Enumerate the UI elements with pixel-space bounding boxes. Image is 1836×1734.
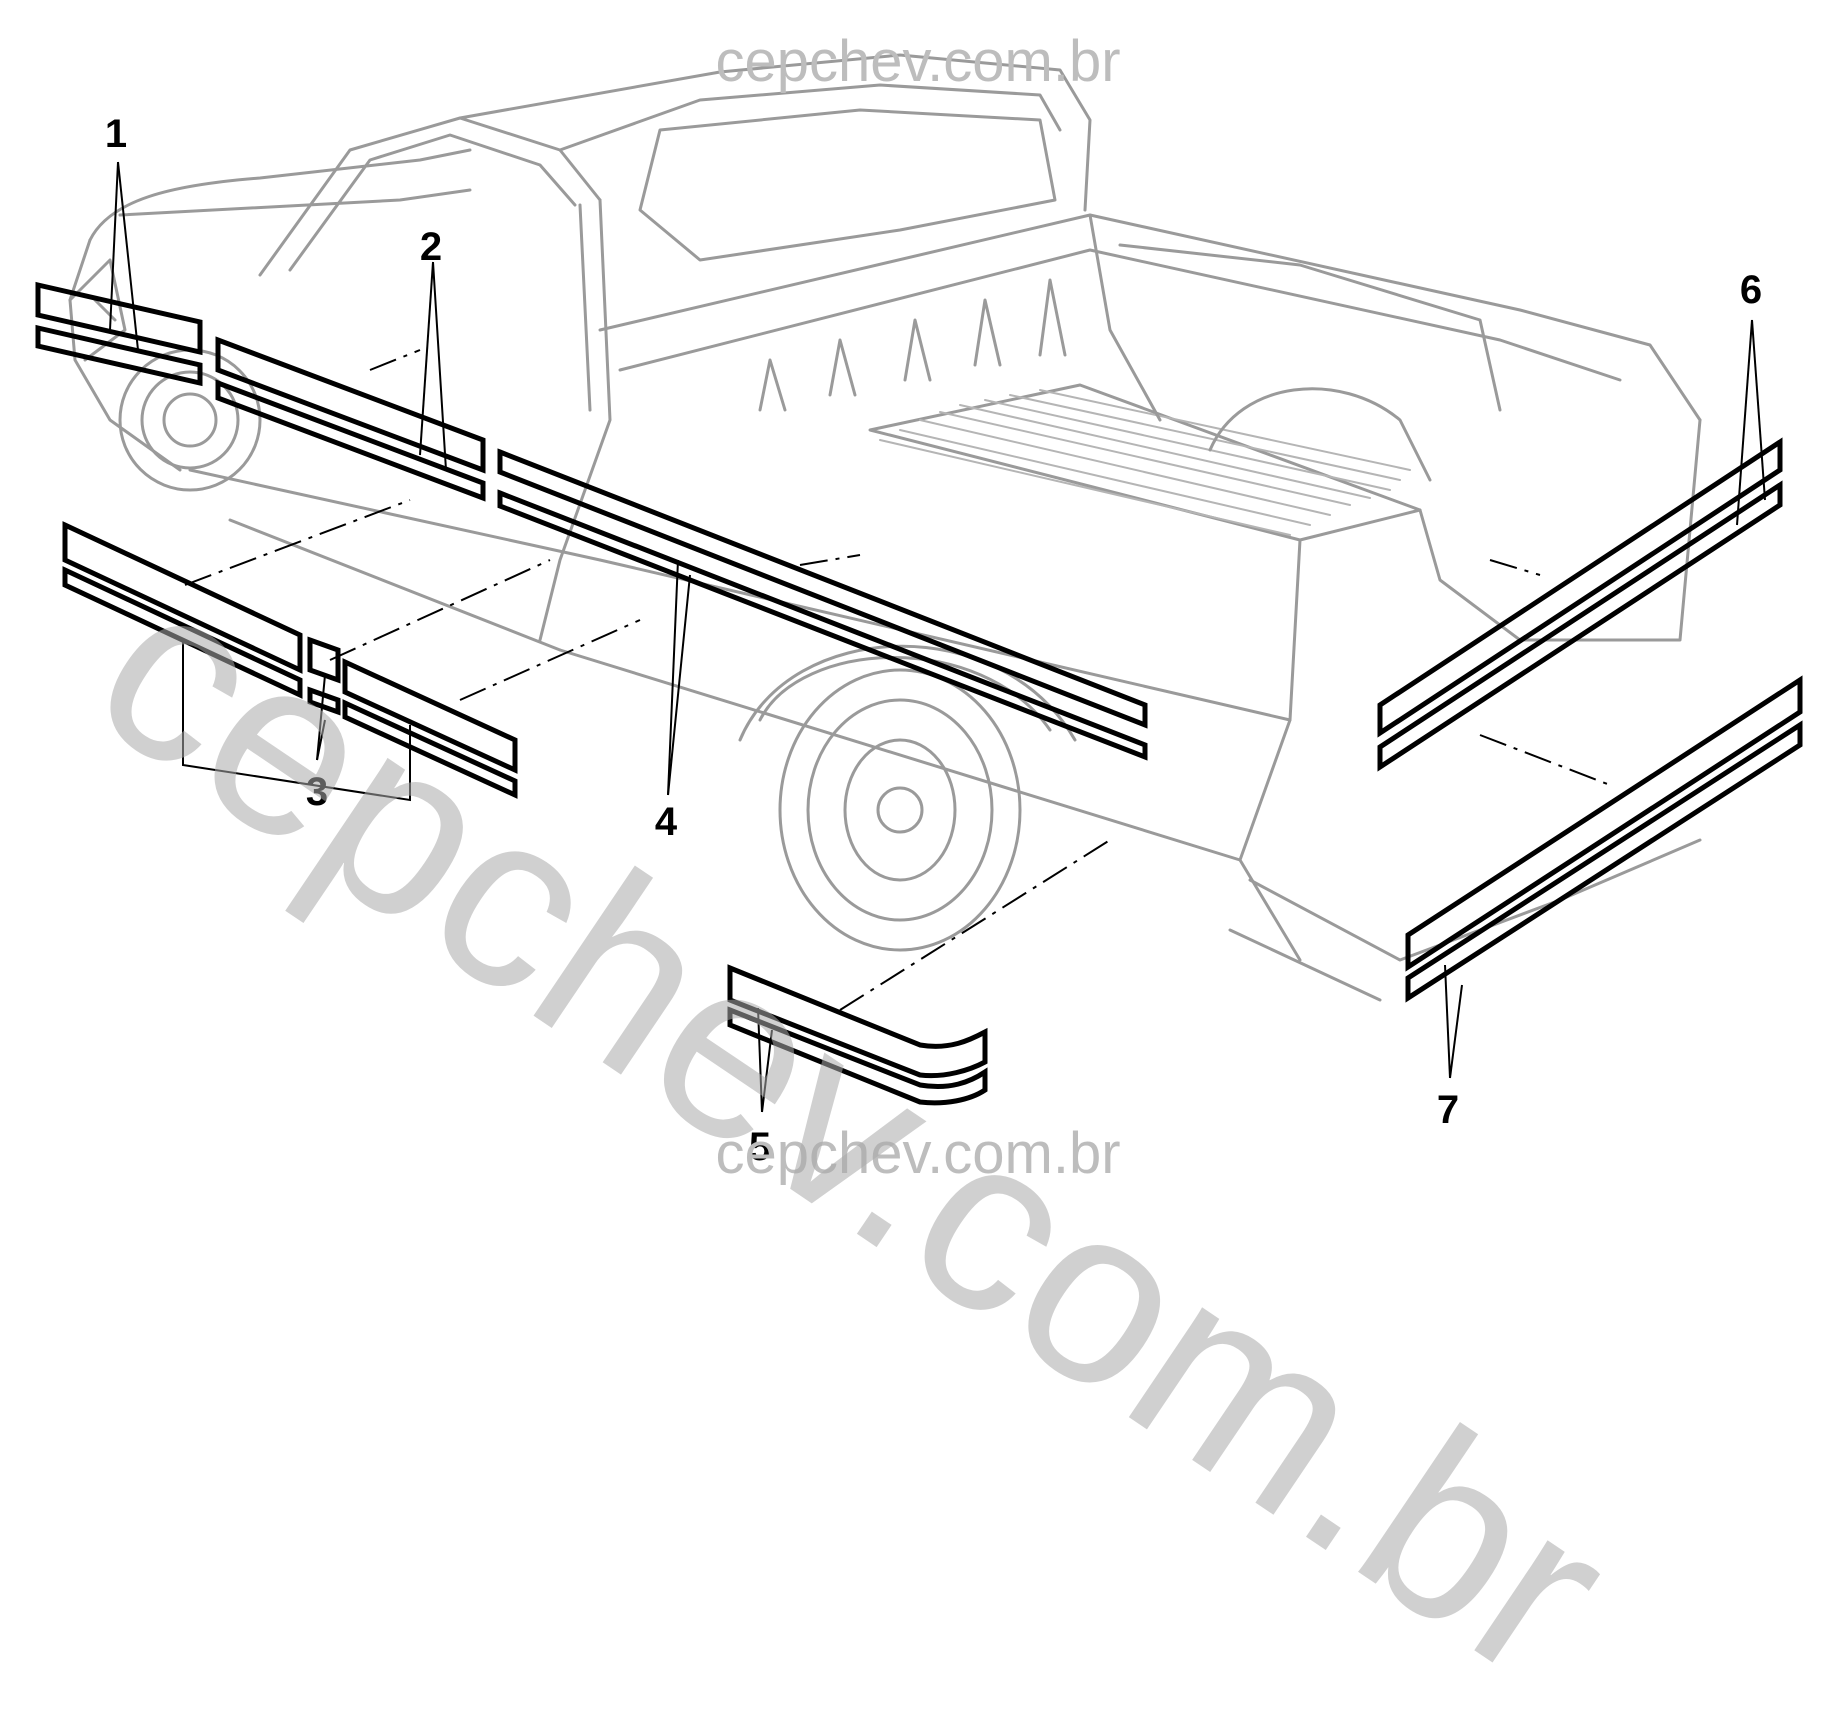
- stripe-part-6: [1377, 437, 1783, 772]
- callout-4: 4: [654, 800, 678, 844]
- callout-5: 5: [748, 1125, 772, 1169]
- stripe-part-5: [727, 964, 988, 1106]
- stripe-part-1: [35, 281, 203, 387]
- stripe-part-3: [62, 521, 518, 799]
- callout-leaders: [109, 161, 1766, 1113]
- callout-6: 6: [1739, 268, 1763, 312]
- stripe-part-4: [497, 448, 1148, 761]
- diagram-canvas: 1 2 3 4 5 6 7 cepchev.com.br cepchev.com…: [35, 29, 1803, 1731]
- watermark-top: cepchev.com.br: [715, 29, 1121, 94]
- stripe-part-2: [215, 336, 486, 502]
- callout-7: 7: [1436, 1088, 1460, 1132]
- truck-stripe-diagram: [35, 53, 1803, 1113]
- stripe-part-7: [1405, 675, 1803, 1003]
- watermark-bottom: cepchev.com.br: [715, 1121, 1121, 1186]
- callout-1: 1: [104, 112, 128, 156]
- callout-3: 3: [305, 770, 329, 814]
- leader-lines: [184, 349, 1611, 1011]
- callout-2: 2: [419, 225, 443, 269]
